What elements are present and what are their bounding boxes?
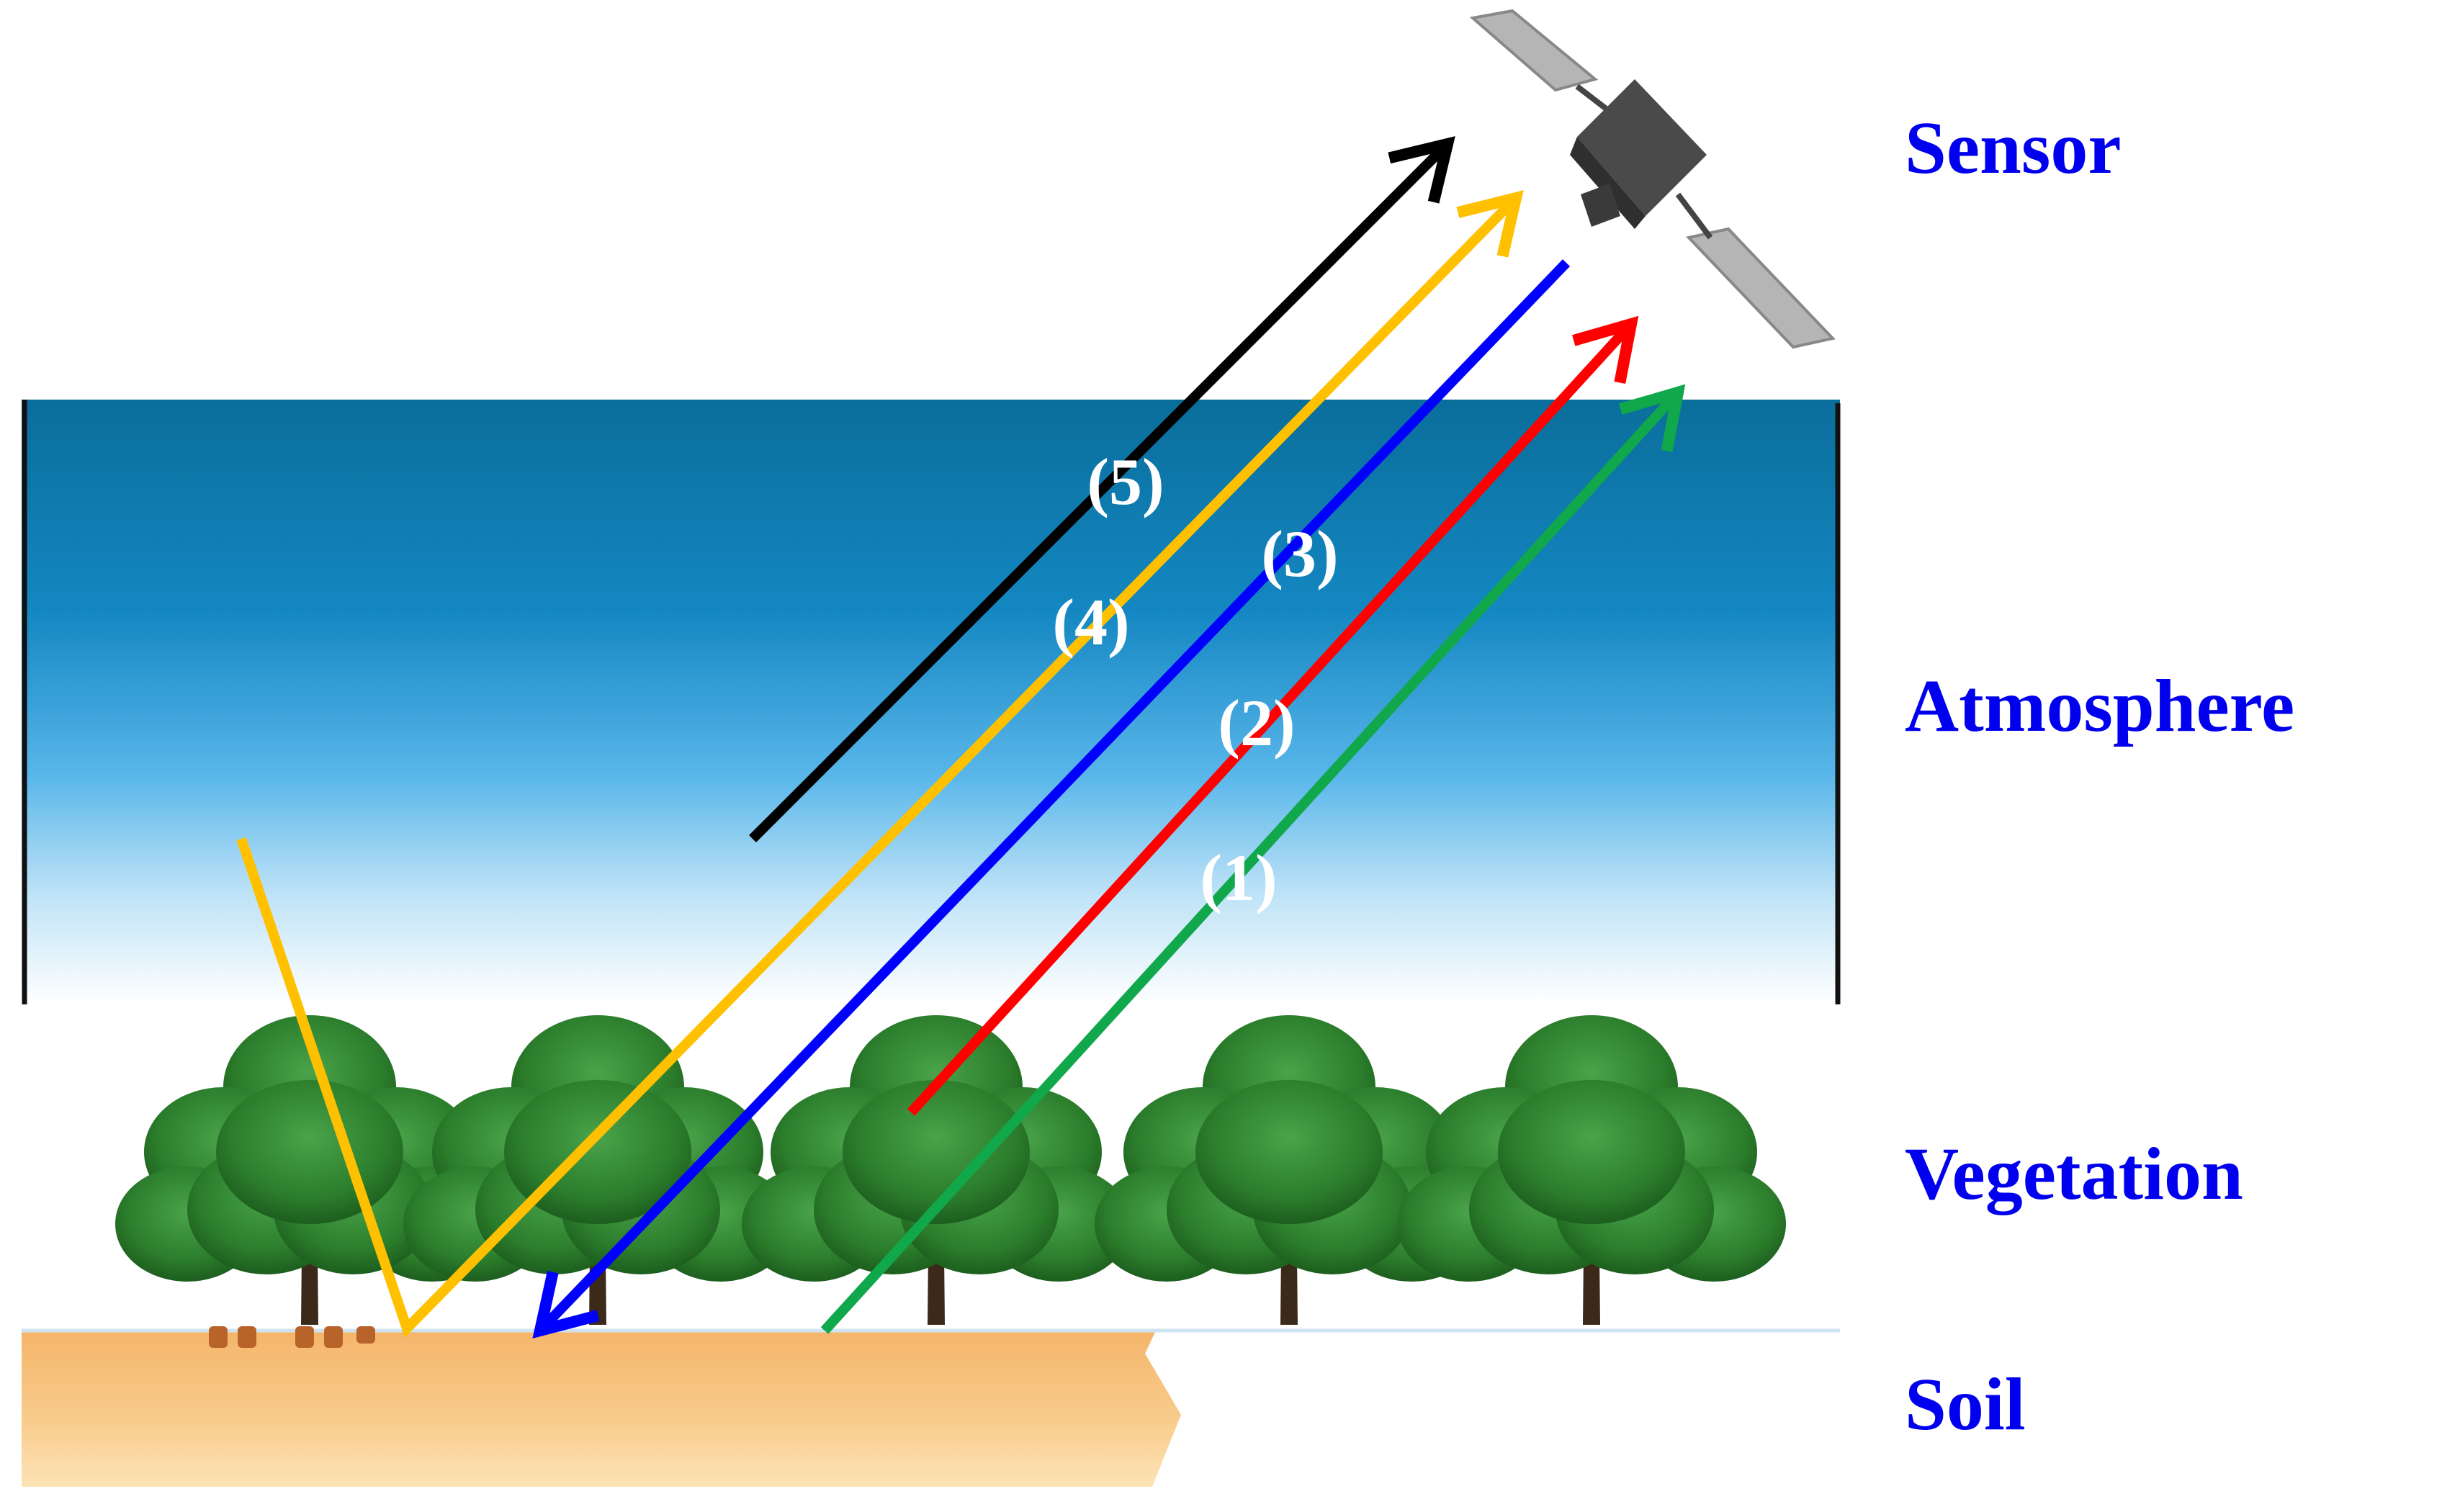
label-soil: Soil	[1905, 1363, 2026, 1446]
path-label-5: (5)	[1087, 445, 1164, 518]
satellite-icon	[1469, 9, 1836, 349]
path-5-arrowhead	[1388, 136, 1455, 204]
radiation-paths	[236, 136, 1686, 1339]
path-2-line	[907, 320, 1635, 1116]
soil-layer	[22, 1326, 1840, 1487]
path-4-arrowhead	[1456, 190, 1524, 258]
tree-icon	[1397, 1015, 1786, 1325]
path-label-3: (3)	[1261, 517, 1338, 590]
path-3-line	[536, 259, 1571, 1334]
atmosphere-layer	[22, 400, 1841, 1004]
path-1-arrowhead	[1619, 384, 1686, 453]
path-label-1: (1)	[1200, 841, 1277, 914]
path-5-line	[749, 140, 1451, 842]
path-2-arrowhead	[1572, 315, 1639, 384]
path-label-4: (4)	[1052, 585, 1129, 659]
tree-icon	[115, 1015, 504, 1325]
path-label-2: (2)	[1218, 686, 1295, 760]
label-sensor: Sensor	[1905, 107, 2121, 189]
path-1-line	[820, 389, 1682, 1334]
label-atmosphere: Atmosphere	[1905, 665, 2294, 747]
tree-icon	[1095, 1015, 1483, 1325]
tree-icon	[742, 1015, 1131, 1325]
label-vegetation: Vegetation	[1905, 1133, 2243, 1215]
path-3-arrowhead	[532, 1271, 600, 1339]
path-4-line	[236, 194, 1519, 1338]
